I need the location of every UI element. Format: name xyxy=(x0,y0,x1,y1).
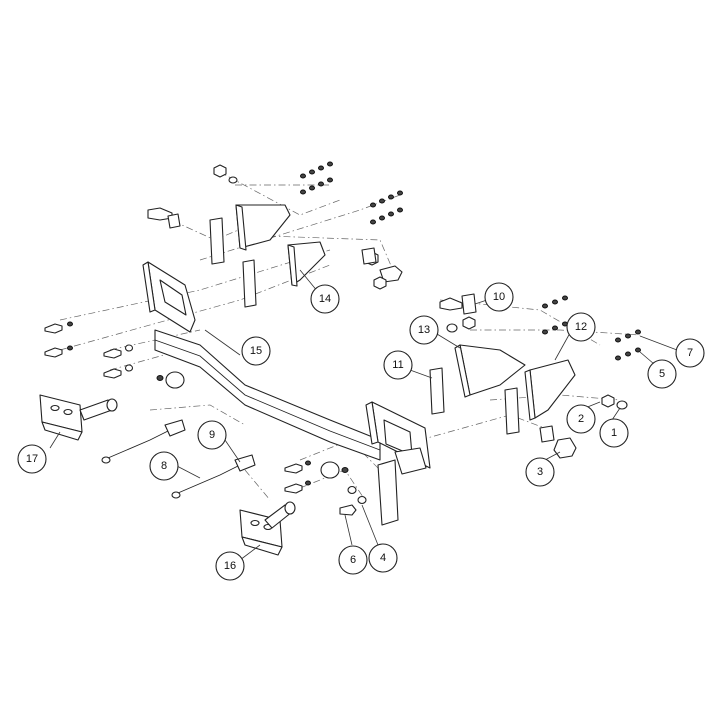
carriage-bolt-3 xyxy=(553,437,577,459)
callout-14: 14 xyxy=(310,284,340,314)
hex-nut xyxy=(601,394,615,408)
safety-cable xyxy=(107,429,171,459)
svg-text:8: 8 xyxy=(161,460,167,472)
spacer-plate xyxy=(242,259,257,308)
safety-cables xyxy=(101,419,256,499)
nut-washer-stack xyxy=(213,161,403,290)
frame-bracket-13 xyxy=(459,344,526,396)
tube-end-cap xyxy=(165,371,185,389)
callout-12: 12 xyxy=(566,312,596,342)
bolt-6 xyxy=(339,504,357,516)
bolt-plate xyxy=(539,425,555,443)
callout-10: 10 xyxy=(484,282,514,312)
callout-13: 13 xyxy=(409,315,439,345)
callout-2: 2 xyxy=(566,404,596,434)
receiver-tube xyxy=(394,447,427,475)
callout-16: 16 xyxy=(215,551,245,581)
svg-text:5: 5 xyxy=(659,368,665,380)
assembly-guide-lines xyxy=(59,169,641,501)
callout-3: 3 xyxy=(525,457,555,487)
spacer-plate xyxy=(209,217,225,265)
main-hitch-frame xyxy=(142,261,431,526)
svg-text:6: 6 xyxy=(350,554,356,566)
tube-end-cap xyxy=(320,461,340,479)
pin-bracket-16 xyxy=(239,501,296,556)
drop-plate xyxy=(377,459,399,526)
callout-11: 11 xyxy=(383,350,413,380)
svg-text:2: 2 xyxy=(578,413,584,425)
svg-text:1: 1 xyxy=(611,427,617,439)
svg-text:15: 15 xyxy=(250,345,262,357)
carriage-bolt xyxy=(439,297,463,311)
bolt-plate-10 xyxy=(461,293,477,315)
svg-text:3: 3 xyxy=(537,466,543,478)
callout-7: 7 xyxy=(675,338,705,368)
cross-tube xyxy=(154,329,381,461)
spacer-11 xyxy=(429,367,445,415)
callout-9: 9 xyxy=(197,420,227,450)
left-bolt-row xyxy=(44,321,134,379)
svg-text:4: 4 xyxy=(380,552,386,564)
callout-1: 1 xyxy=(599,418,629,448)
leader-lines xyxy=(49,269,678,561)
safety-cable xyxy=(177,464,241,494)
lock-washer xyxy=(616,400,628,410)
callout-17: 17 xyxy=(17,444,47,474)
washer-4 xyxy=(357,495,367,505)
svg-text:12: 12 xyxy=(575,321,587,333)
callout-6: 6 xyxy=(338,545,368,575)
callout-5: 5 xyxy=(647,359,677,389)
svg-text:16: 16 xyxy=(224,560,236,572)
callouts: 1 2 3 4 5 6 7 8 xyxy=(17,282,705,581)
spacer-plate xyxy=(504,387,520,435)
svg-text:14: 14 xyxy=(319,293,331,305)
svg-text:13: 13 xyxy=(418,324,430,336)
svg-text:7: 7 xyxy=(687,347,693,359)
lower-hardware xyxy=(284,460,367,516)
pin-bracket-17 xyxy=(39,394,118,441)
svg-text:10: 10 xyxy=(493,291,505,303)
callout-15: 15 xyxy=(241,336,271,366)
svg-text:17: 17 xyxy=(26,453,38,465)
svg-text:9: 9 xyxy=(209,429,215,441)
frame-bracket-12 xyxy=(529,359,576,419)
upper-bracket-assembly xyxy=(147,161,403,308)
callout-4: 4 xyxy=(368,543,398,573)
svg-text:11: 11 xyxy=(392,359,403,371)
callout-8: 8 xyxy=(149,451,179,481)
right-bracket-assembly xyxy=(429,293,641,459)
